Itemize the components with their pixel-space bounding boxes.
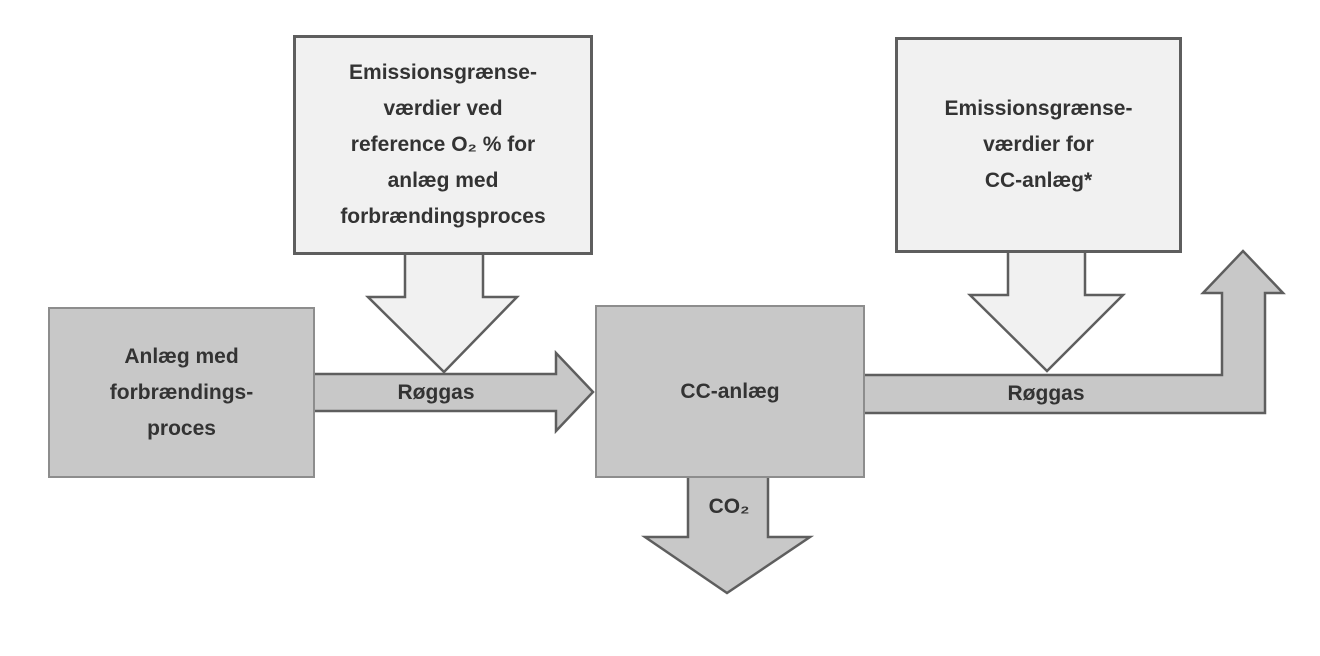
down-block-arrow-icon (364, 251, 520, 374)
callout-line: værdier ved (383, 97, 503, 120)
cc-plant-box: CC-anlæg (595, 305, 865, 478)
co2-flow-label: CO₂ (708, 495, 750, 518)
roggas-flow-label: Røggas (1007, 382, 1085, 405)
box-line: Anlæg med (124, 344, 239, 368)
callout-line: værdier for (983, 133, 1094, 156)
callout-line: forbrændingsproces (340, 205, 546, 228)
callout-line: Emissionsgrænse- (349, 61, 537, 84)
callout-line: reference O₂ % for (350, 133, 536, 156)
roggas-flow-label: Røggas (397, 381, 475, 404)
callout-emission-limits-cc: Emissionsgrænse- værdier for CC-anlæg* (895, 37, 1182, 253)
box-line: proces (147, 416, 216, 440)
callout-emission-limits-combustion: Emissionsgrænse- værdier ved reference O… (293, 35, 593, 255)
callout-line: CC-anlæg* (984, 169, 1093, 192)
callout-line: Emissionsgrænse- (944, 97, 1133, 120)
box-line: forbrændings- (109, 380, 254, 404)
combustion-process-box: Anlæg med forbrændings- proces (48, 307, 315, 478)
callout-line: anlæg med (387, 169, 499, 192)
elbow-up-block-arrow-icon (861, 249, 1286, 415)
right-block-arrow-icon (311, 349, 595, 435)
box-line: CC-anlæg (680, 379, 780, 403)
down-block-arrow-icon (966, 248, 1127, 373)
down-block-arrow-icon (640, 474, 815, 595)
